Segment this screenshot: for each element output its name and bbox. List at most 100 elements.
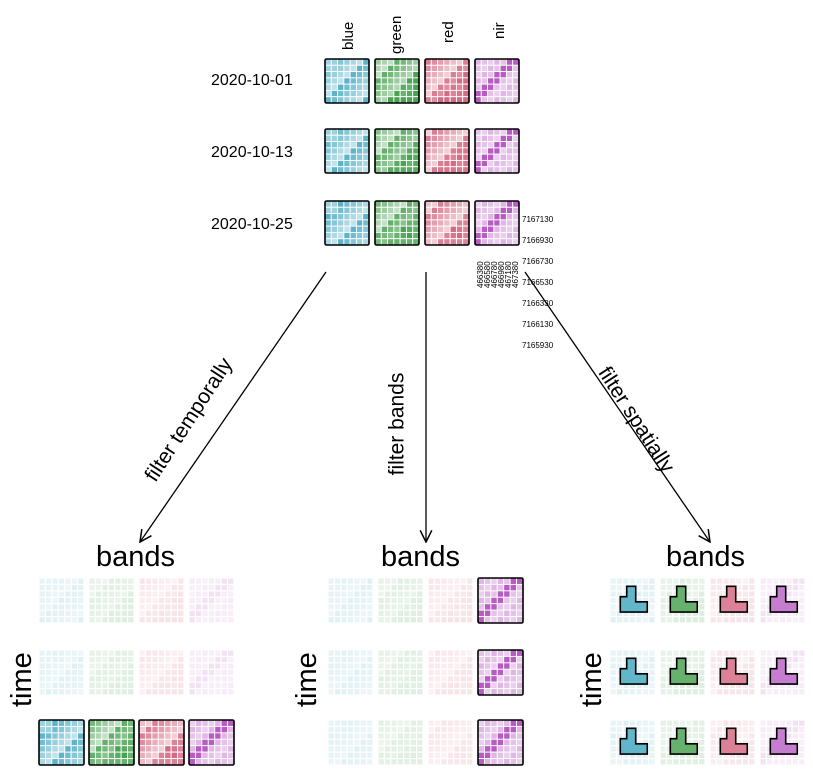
tile-cell: [38, 577, 47, 586]
tile-cell: [362, 141, 370, 149]
tile-cell: [405, 225, 414, 233]
tile-cell: [453, 757, 461, 766]
tile-cell: [359, 675, 368, 683]
tile-cell: [465, 687, 474, 696]
tile-cell: [496, 577, 505, 585]
tile-cell: [390, 662, 398, 670]
tile-cell: [164, 668, 172, 677]
tile-cell: [107, 590, 116, 598]
tile-cell: [635, 662, 643, 670]
tile-cell: [403, 725, 411, 734]
tile-cell: [427, 577, 436, 586]
tile-cell: [88, 687, 97, 696]
tile-cell: [505, 206, 514, 215]
tile-cell: [70, 758, 79, 766]
tile-cell: [647, 719, 656, 728]
tile-cell: [509, 719, 518, 727]
tile-cell: [480, 147, 489, 155]
tile-cell: [64, 745, 72, 753]
tile-cell: [678, 649, 687, 658]
tile-cell: [393, 206, 401, 215]
tile-cell: [691, 655, 700, 664]
tile-cell: [51, 668, 59, 677]
tile-cell: [343, 219, 351, 227]
tile-cell: [697, 615, 706, 624]
tile-cell: [437, 96, 445, 104]
tile-cell: [380, 134, 389, 143]
tile-cell: [327, 655, 336, 664]
tile-cell: [609, 615, 618, 624]
tile-cell: [157, 609, 166, 618]
tile-cell: [487, 166, 495, 174]
tile-cell: [409, 590, 418, 598]
tile-cell: [114, 615, 122, 624]
tile-cell: [337, 225, 345, 233]
tile-cell: [459, 681, 468, 690]
tile-cell: [722, 757, 730, 766]
tile-cell: [188, 662, 197, 670]
tile-cell: [355, 238, 364, 246]
tile-cell: [359, 662, 368, 670]
tile-cell: [430, 89, 439, 98]
tile-cell: [70, 687, 79, 696]
tile-cell: [365, 583, 374, 592]
tile-cell: [324, 225, 332, 233]
tile-cell: [443, 159, 451, 168]
tile-cell: [396, 687, 405, 696]
tile-cell: [176, 577, 185, 586]
tile-cell: [453, 662, 461, 670]
tile-cell: [465, 675, 474, 683]
tile-cell: [415, 609, 424, 618]
tile-cell: [412, 141, 420, 149]
tile-cell: [735, 719, 743, 728]
tile-cell: [735, 732, 743, 740]
tile-cell: [120, 590, 129, 598]
panel-title-temporal: bands: [96, 541, 176, 573]
tile-cell: [759, 687, 768, 696]
tile-cell: [797, 596, 806, 605]
tile-cell: [691, 590, 700, 598]
tile-cell: [665, 577, 674, 586]
tile-cell: [330, 77, 339, 85]
tile-cell: [226, 675, 235, 683]
tile-cell: [101, 583, 109, 592]
tile-cell: [349, 153, 357, 161]
tile-cell: [107, 615, 116, 624]
tile-cell: [433, 603, 442, 611]
tile-cell: [462, 83, 470, 91]
tile-cell: [797, 668, 806, 677]
tile-blue: [38, 577, 85, 624]
tile-cell: [337, 200, 345, 208]
tile-cell: [201, 732, 209, 740]
tile-cell: [214, 675, 222, 683]
tile-cell: [512, 134, 520, 143]
tile-cell: [327, 662, 336, 670]
tile-cell: [349, 96, 357, 104]
tile-cell: [697, 596, 706, 605]
tile-cell: [201, 725, 209, 734]
tile-cell: [747, 590, 756, 598]
tile-cell: [759, 725, 768, 734]
tile-cell: [340, 590, 348, 598]
tile-cell: [64, 583, 72, 592]
tile-cell: [383, 745, 392, 753]
tile-cell: [672, 757, 680, 766]
tile-cell: [496, 751, 505, 760]
tile-cell: [333, 725, 342, 734]
tile-cell: [403, 687, 411, 696]
tile-cell: [349, 134, 357, 143]
tile-green: [374, 128, 420, 174]
tile-cell: [57, 687, 66, 696]
tile-cell: [114, 751, 122, 760]
tile-cell: [114, 649, 122, 658]
tile-cell: [722, 577, 730, 586]
tile-cell: [409, 615, 418, 624]
tile-cell: [747, 577, 756, 586]
tile-cell: [214, 751, 222, 760]
tile-cell: [480, 166, 489, 174]
tile-cell: [393, 71, 401, 79]
tile-cell: [327, 738, 336, 747]
tile-cell: [709, 738, 718, 747]
tile-cell: [333, 732, 342, 740]
tile-cell: [333, 590, 342, 598]
